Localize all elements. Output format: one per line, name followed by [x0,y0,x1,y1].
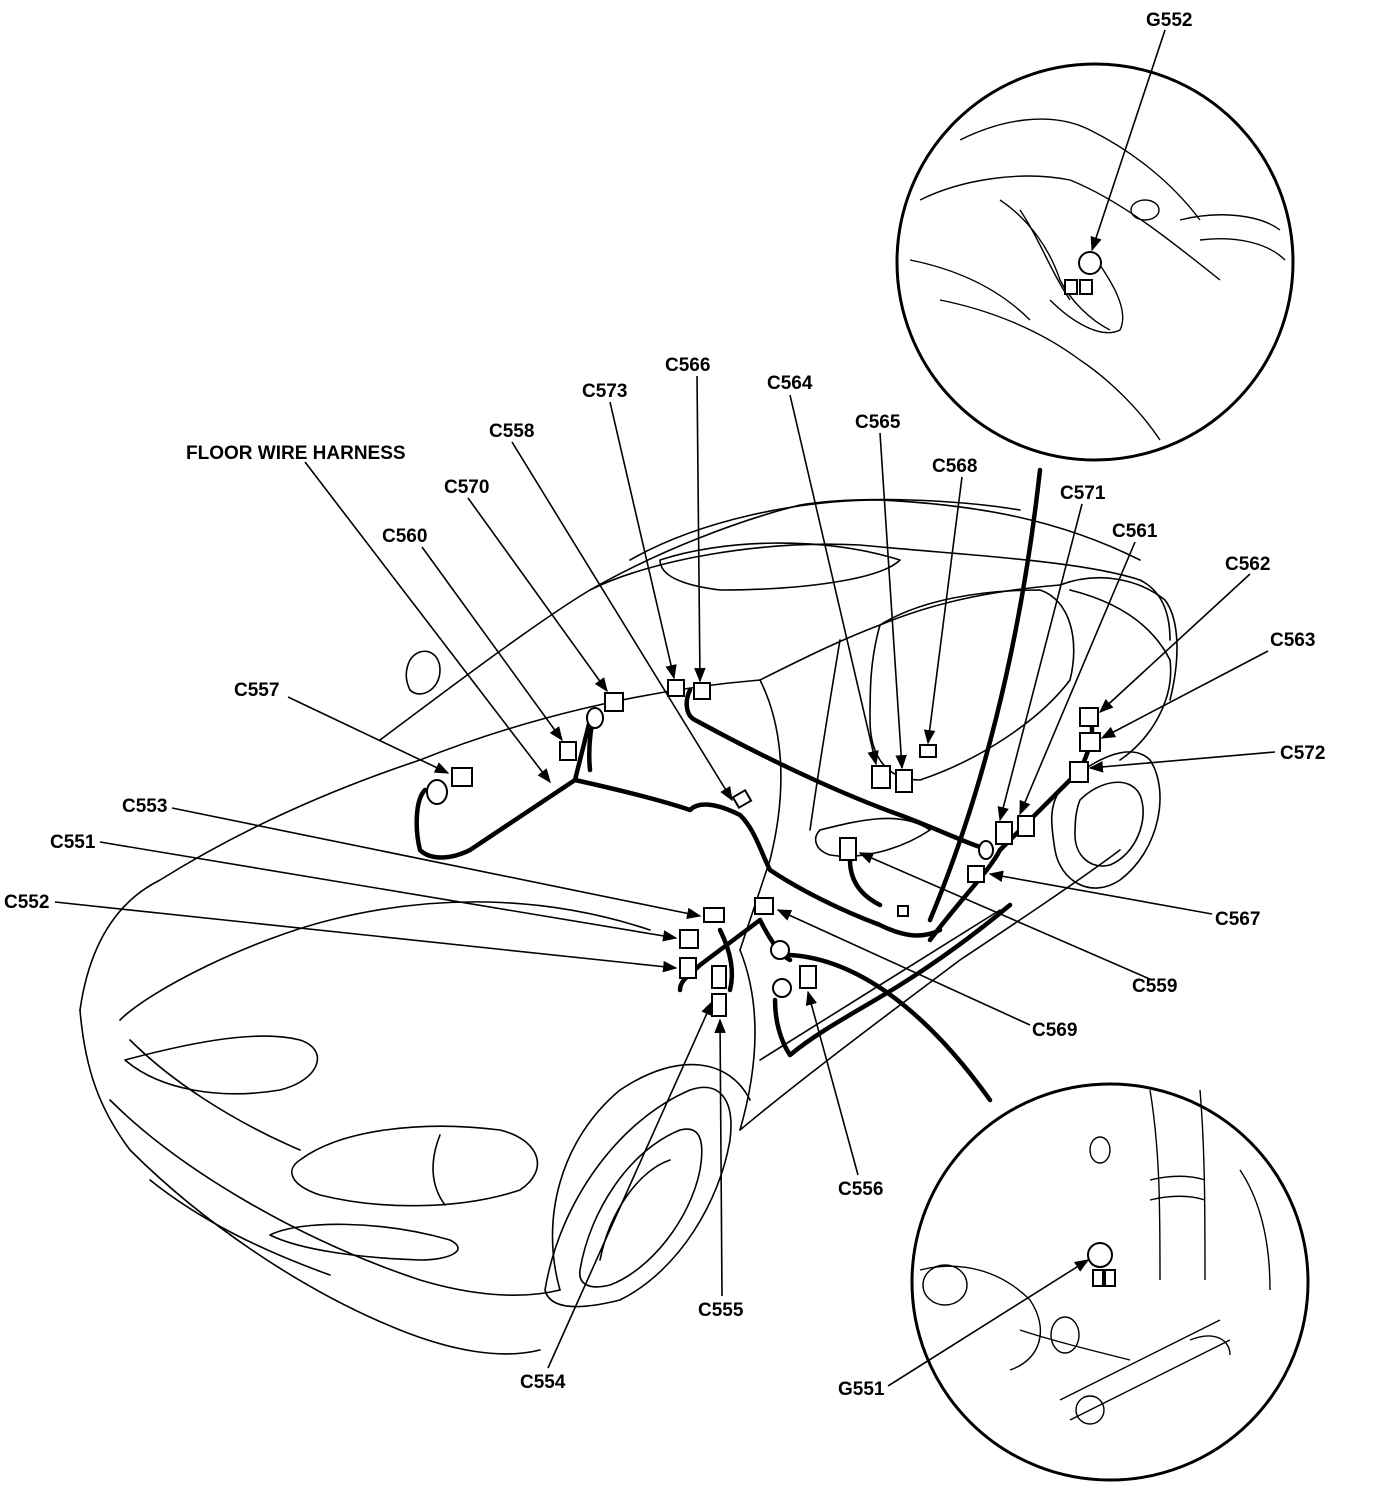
label-c558: C558 [489,421,534,442]
label-c566: C566 [665,355,710,376]
label-c551: C551 [50,832,96,853]
leader-lines [54,29,1276,1387]
label-c561: C561 [1112,521,1158,542]
label-floor-wire-harness: FLOOR WIRE HARNESS [186,443,406,464]
label-c553: C553 [122,796,167,817]
connectors [426,679,1101,1017]
floor-wire-harness [414,467,1095,1103]
label-g551: G551 [838,1379,885,1400]
inset-g551 [910,1082,1310,1482]
label-c560: C560 [382,526,427,547]
label-c554: C554 [520,1372,566,1393]
inset-g552 [895,62,1295,462]
label-c572: C572 [1280,743,1325,764]
labels: FLOOR WIRE HARNESS G552 C551 C552 C553 C… [4,10,1325,1400]
label-c567: C567 [1215,909,1260,930]
label-c570: C570 [444,477,489,498]
label-c565: C565 [855,412,901,433]
label-c563: C563 [1270,630,1315,651]
label-c552: C552 [4,892,49,913]
label-c557: C557 [234,680,279,701]
label-c573: C573 [582,381,627,402]
label-c564: C564 [767,373,813,394]
label-g552: G552 [1146,10,1192,31]
label-c568: C568 [932,456,977,477]
label-c555: C555 [698,1300,744,1321]
label-c569: C569 [1032,1020,1077,1041]
label-c556: C556 [838,1179,883,1200]
label-c571: C571 [1060,483,1106,504]
label-c562: C562 [1225,554,1270,575]
label-c559: C559 [1132,976,1177,997]
